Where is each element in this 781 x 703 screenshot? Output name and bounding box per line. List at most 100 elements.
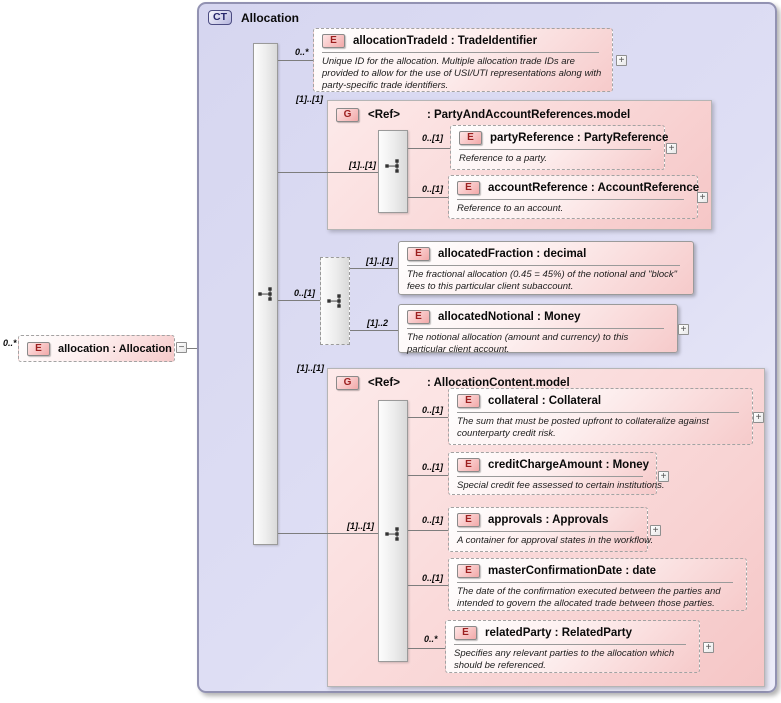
- cardinality-label: 0..[1]: [422, 573, 444, 583]
- element-badge-icon: E: [457, 513, 480, 527]
- connector-line: [408, 648, 445, 649]
- element-annotation: The date of the confirmation executed be…: [457, 586, 721, 610]
- element-title: relatedParty : RelatedParty: [485, 627, 633, 639]
- annotation-separator: [457, 199, 684, 200]
- sequence-indicator-party-group: [378, 130, 408, 213]
- element-master-confirmation-date[interactable]: E masterConfirmationDate : date The date…: [448, 558, 747, 611]
- cardinality-label: 0..[1]: [422, 462, 444, 472]
- annotation-separator: [457, 582, 733, 583]
- collapse-button[interactable]: −: [176, 342, 187, 353]
- sequence-icon: [385, 159, 399, 173]
- sequence-indicator-optional: [320, 257, 350, 345]
- expand-button[interactable]: +: [697, 192, 708, 203]
- complex-type-header: CT Allocation: [208, 10, 299, 25]
- element-badge-icon: E: [459, 131, 482, 145]
- group-title: : AllocationContent.model: [426, 377, 570, 389]
- cardinality-label: [1]..[1]: [347, 521, 374, 531]
- cardinality-label: [1]..2: [367, 318, 389, 328]
- element-badge-icon: E: [457, 458, 480, 472]
- element-title: masterConfirmationDate : date: [488, 565, 657, 577]
- connector-line: [408, 148, 450, 149]
- element-badge-icon: E: [457, 564, 480, 578]
- cardinality-label: [1]..[1]: [297, 363, 324, 373]
- expand-button[interactable]: +: [666, 143, 677, 154]
- element-party-reference[interactable]: E partyReference : PartyReference Refere…: [450, 125, 668, 170]
- element-title: accountReference : AccountReference: [488, 182, 700, 194]
- element-credit-charge-amount[interactable]: E creditChargeAmount : Money Special cre…: [448, 452, 665, 495]
- element-badge-icon: E: [407, 247, 430, 261]
- expand-button[interactable]: +: [753, 412, 764, 423]
- element-allocated-notional[interactable]: E allocatedNotional : Money The notional…: [398, 304, 678, 355]
- connector-line: [408, 585, 448, 586]
- cardinality-label: 0..*: [295, 47, 309, 57]
- element-annotation: Specifies any relevant parties to the al…: [454, 648, 675, 672]
- cardinality-label: 0..[1]: [294, 288, 316, 298]
- cardinality-label: 0..[1]: [422, 405, 444, 415]
- connector-line: [278, 60, 313, 61]
- annotation-separator: [407, 265, 680, 266]
- annotation-separator: [457, 476, 643, 477]
- element-allocated-fraction[interactable]: E allocatedFraction : decimal The fracti…: [398, 241, 694, 295]
- connector-line: [278, 533, 378, 534]
- element-badge-icon: E: [457, 181, 480, 195]
- element-header: E allocationTradeId : TradeIdentifier: [314, 29, 612, 52]
- connector-line: [408, 417, 448, 418]
- group-badge-icon: G: [336, 376, 359, 390]
- element-allocation[interactable]: E allocation : Allocation: [18, 335, 175, 362]
- element-header: E relatedParty : RelatedParty: [446, 621, 699, 644]
- element-annotation: The sum that must be posted upfront to c…: [457, 416, 709, 440]
- connector-line: [408, 197, 448, 198]
- sequence-icon: [385, 527, 399, 541]
- element-annotation: The fractional allocation (0.45 = 45%) o…: [407, 269, 678, 293]
- cardinality-label: [1]..[1]: [366, 256, 393, 266]
- element-title: allocatedNotional : Money: [438, 311, 581, 323]
- element-title: approvals : Approvals: [488, 514, 609, 526]
- annotation-separator: [457, 412, 739, 413]
- expand-button[interactable]: +: [678, 324, 689, 335]
- element-badge-icon: E: [457, 394, 480, 408]
- annotation-separator: [459, 149, 651, 150]
- element-header: E masterConfirmationDate : date: [449, 559, 746, 582]
- connector-line: [408, 475, 448, 476]
- expand-button[interactable]: +: [616, 55, 627, 66]
- element-title: allocationTradeId : TradeIdentifier: [353, 35, 538, 47]
- element-allocation-trade-id[interactable]: E allocationTradeId : TradeIdentifier Un…: [313, 28, 613, 92]
- group-header: G <Ref> : AllocationContent.model: [336, 376, 570, 390]
- element-badge-icon: E: [27, 341, 50, 356]
- sequence-icon: [258, 287, 272, 301]
- expand-button[interactable]: +: [650, 525, 661, 536]
- connector-line: [350, 330, 398, 331]
- element-annotation: The notional allocation (amount and curr…: [407, 332, 629, 356]
- element-account-reference[interactable]: E accountReference : AccountReference Re…: [448, 175, 700, 219]
- cardinality-label: 0..*: [424, 634, 438, 644]
- cardinality-label: [1]..[1]: [349, 160, 376, 170]
- connector-line: [278, 300, 320, 301]
- element-annotation: Reference to a party.: [459, 153, 548, 164]
- annotation-separator: [454, 644, 686, 645]
- element-header: E creditChargeAmount : Money: [449, 453, 656, 476]
- annotation-separator: [322, 52, 599, 53]
- element-header: E accountReference : AccountReference: [449, 176, 700, 199]
- element-title: allocatedFraction : decimal: [438, 248, 587, 260]
- sequence-indicator-content-group: [378, 400, 408, 662]
- element-related-party[interactable]: E relatedParty : RelatedParty Specifies …: [445, 620, 700, 673]
- cardinality-label: 0..[1]: [422, 184, 444, 194]
- element-header: E partyReference : PartyReference: [451, 126, 668, 149]
- complex-type-title: Allocation: [241, 10, 300, 25]
- group-badge-icon: G: [336, 108, 359, 122]
- connector-line: [278, 172, 378, 173]
- element-collateral[interactable]: E collateral : Collateral The sum that m…: [448, 388, 753, 445]
- cardinality-label: [1]..[1]: [296, 94, 323, 104]
- group-ref-label: <Ref>: [368, 377, 400, 389]
- element-annotation: A container for approval states in the w…: [457, 535, 654, 546]
- cardinality-label: 0..[1]: [422, 133, 444, 143]
- element-header: E allocation : Allocation: [19, 336, 174, 359]
- element-title: allocation : Allocation: [58, 342, 172, 355]
- expand-button[interactable]: +: [703, 642, 714, 653]
- annotation-separator: [407, 328, 664, 329]
- element-title: creditChargeAmount : Money: [488, 459, 650, 471]
- group-header: G <Ref> : PartyAndAccountReferences.mode…: [336, 108, 630, 122]
- expand-button[interactable]: +: [658, 471, 669, 482]
- element-approvals[interactable]: E approvals : Approvals A container for …: [448, 507, 654, 552]
